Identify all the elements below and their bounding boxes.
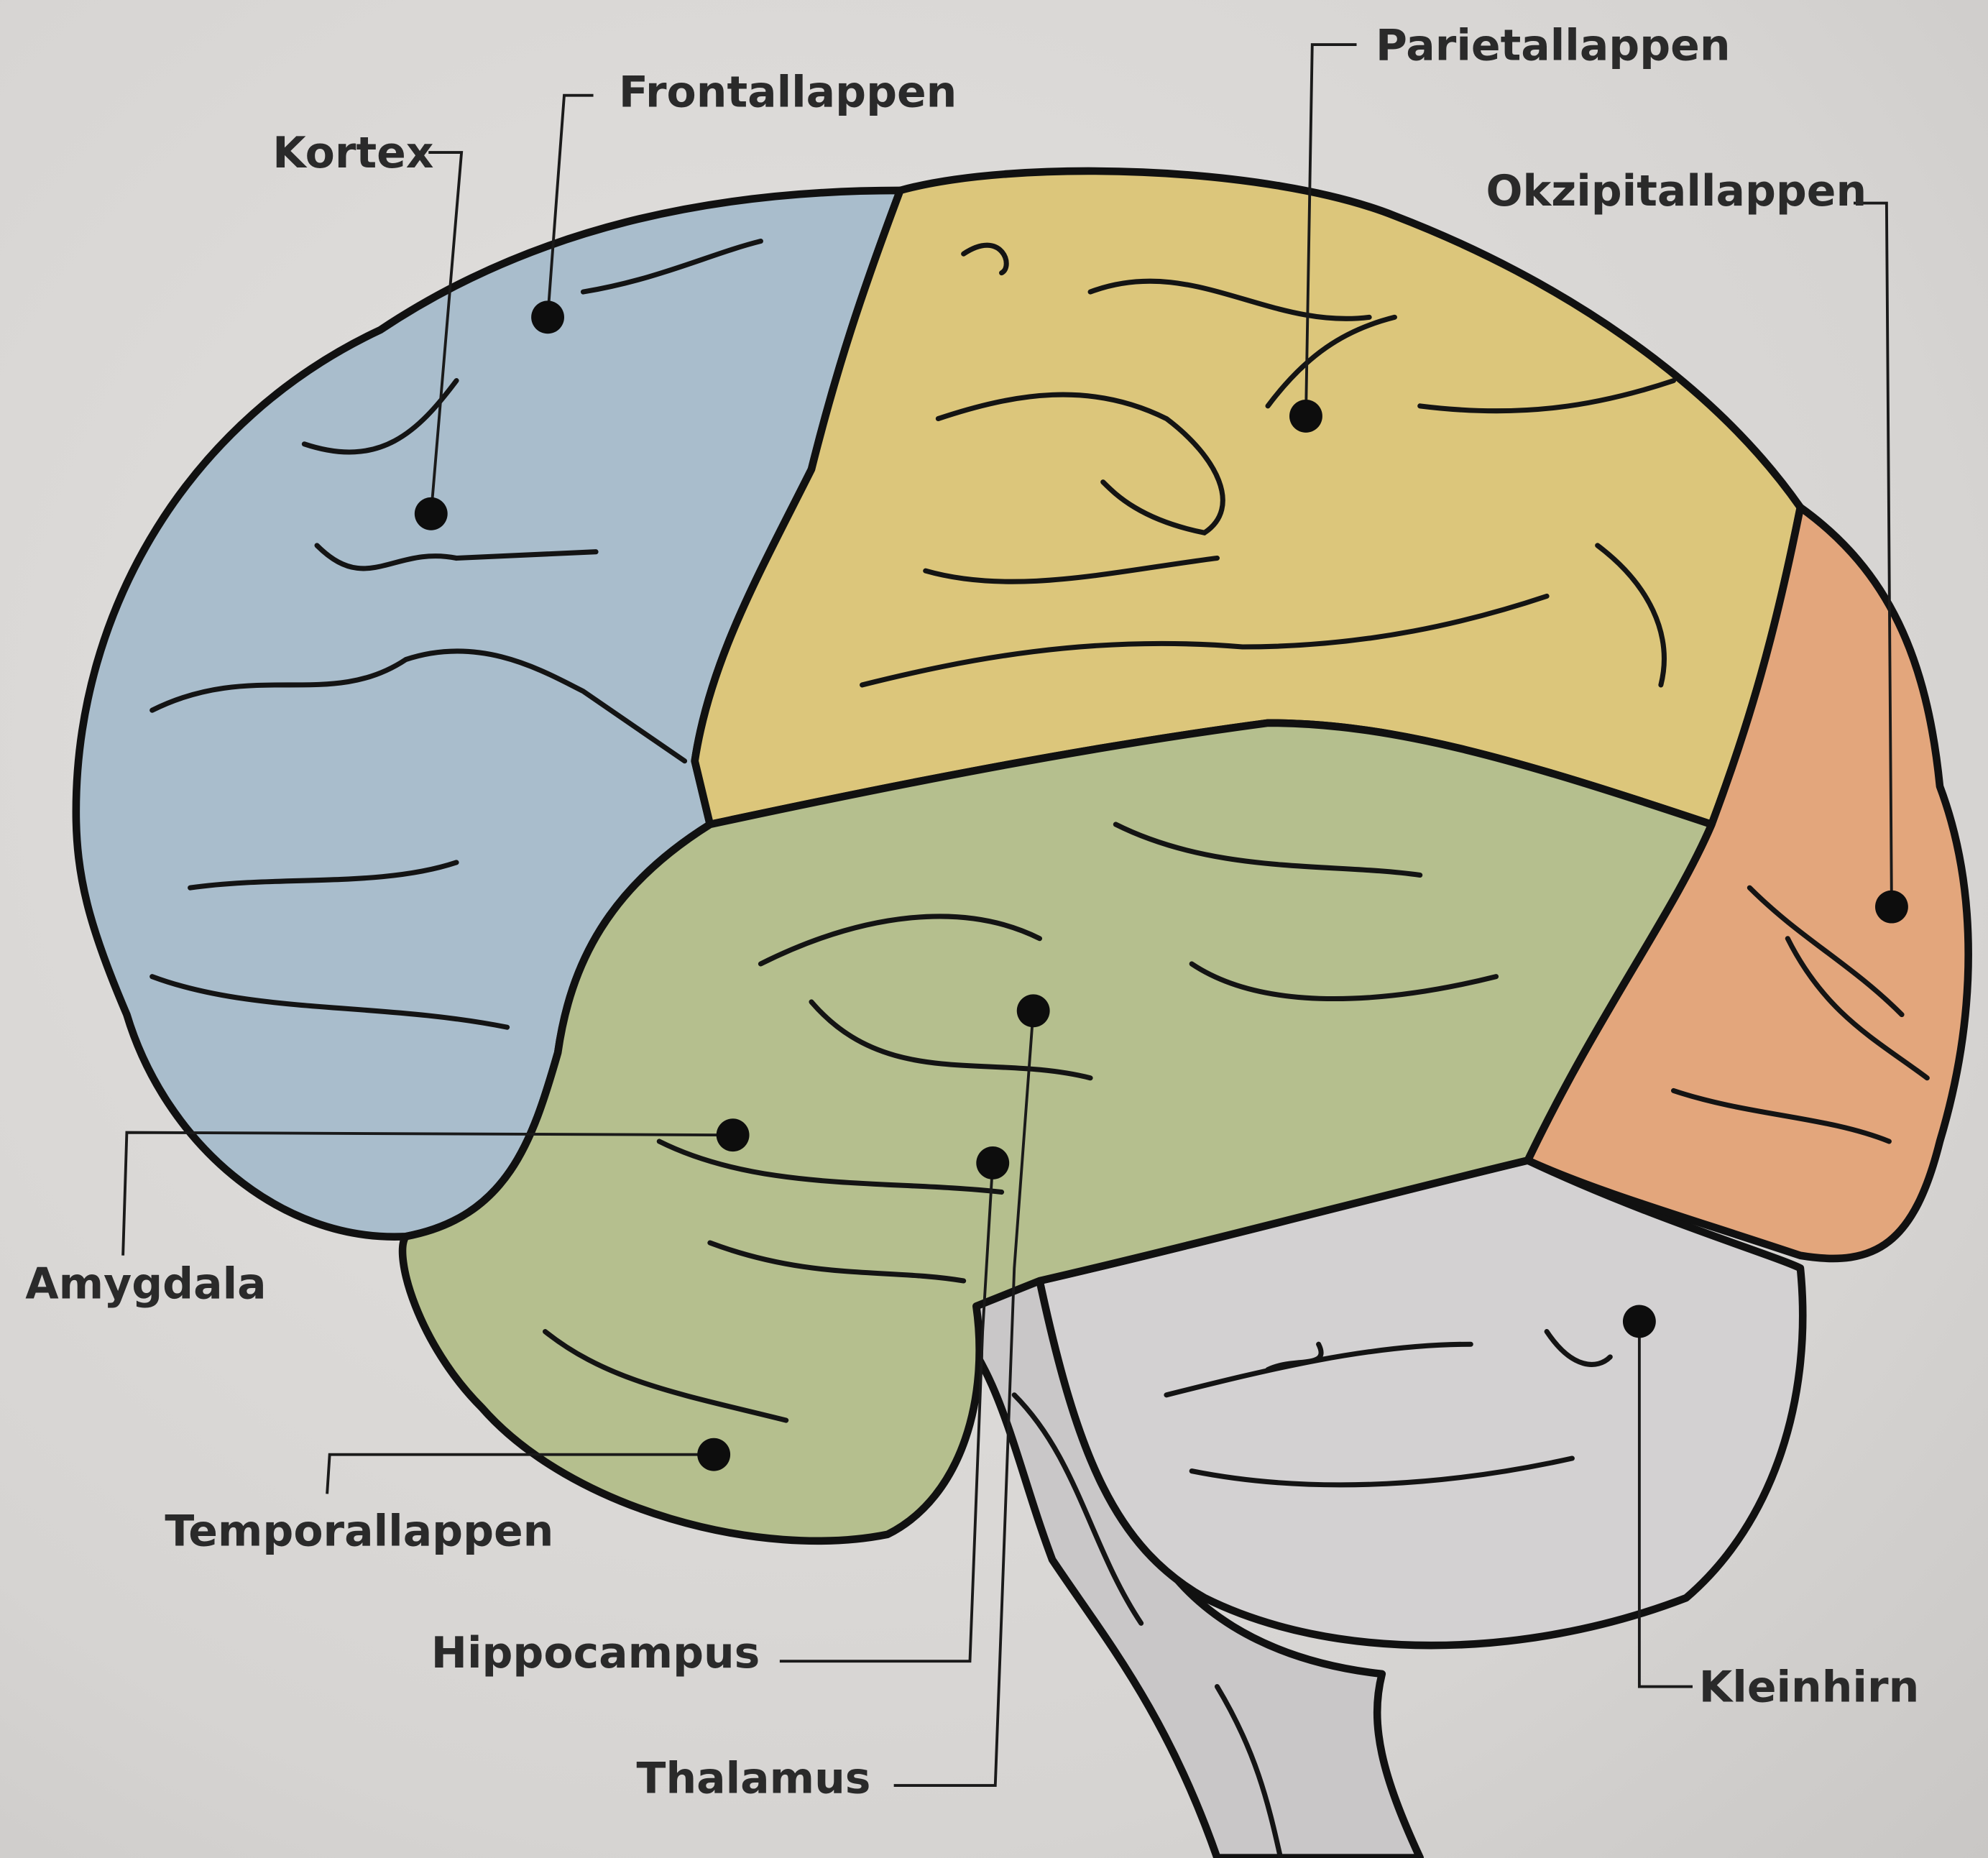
temporallappen-marker	[697, 1438, 731, 1471]
label-frontallappen: Frontallappen	[619, 68, 957, 118]
okzipitallappen-marker	[1875, 890, 1908, 924]
frontallappen-marker	[531, 300, 564, 334]
parietallappen-marker	[1289, 400, 1322, 433]
label-kortex: Kortex	[272, 128, 433, 178]
temporal-lobe	[398, 719, 1716, 1545]
leader-lines	[121, 43, 1893, 1788]
label-kleinhirn: Kleinhirn	[1699, 1662, 1919, 1713]
label-parietallappen: Parietallappen	[1376, 20, 1731, 70]
label-hippocampus: Hippocampus	[431, 1628, 760, 1678]
thalamus-marker	[1016, 994, 1050, 1028]
hippocampus-marker	[976, 1146, 1010, 1179]
label-okzipitallappen: Okzipitallappen	[1486, 166, 1867, 216]
kortex-marker	[414, 497, 448, 530]
kleinhirn-marker	[1622, 1305, 1656, 1338]
label-thalamus: Thalamus	[637, 1754, 871, 1804]
amygdala-marker	[716, 1118, 750, 1152]
sulci	[149, 238, 1930, 1858]
label-amygdala: Amygdala	[25, 1259, 266, 1310]
label-temporallappen: Temporallappen	[165, 1507, 553, 1557]
